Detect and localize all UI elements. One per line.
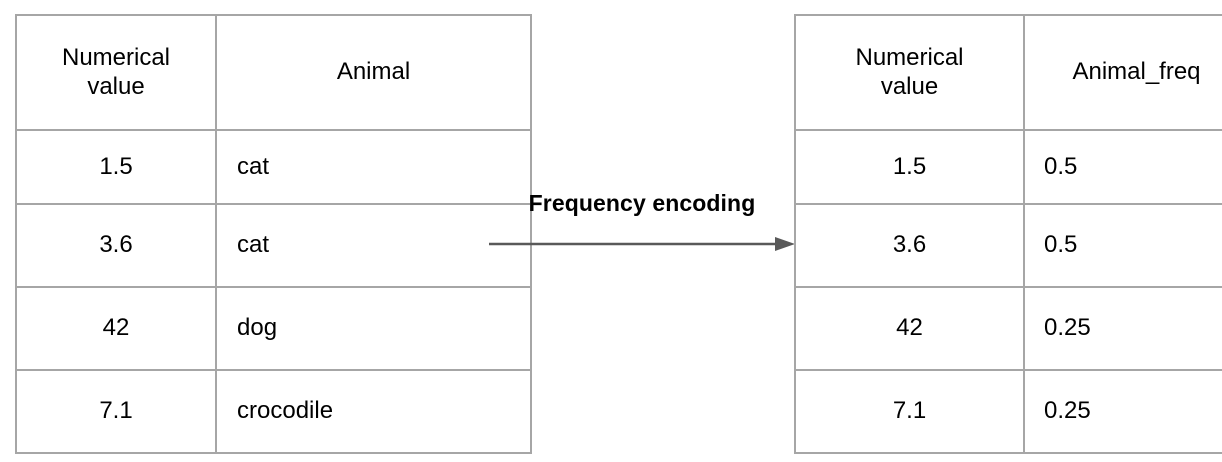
header-line-2: value bbox=[880, 72, 939, 100]
cell-animal: cat bbox=[215, 203, 532, 288]
cell-numerical-value: 7.1 bbox=[794, 369, 1025, 454]
header-line-1: Numerical bbox=[855, 43, 964, 71]
cell-numerical-value: 42 bbox=[794, 286, 1025, 371]
cell-numerical-value: 42 bbox=[15, 286, 217, 371]
header-cell-animal: Animal bbox=[215, 14, 532, 131]
table-row: 7.1 0.25 bbox=[794, 369, 1222, 454]
table-row: 1.5 cat bbox=[15, 129, 532, 205]
cell-animal: cat bbox=[215, 129, 532, 205]
header-cell-animal-freq: Animal_freq bbox=[1023, 14, 1222, 131]
header-line-2: value bbox=[87, 72, 145, 100]
table-row: 3.6 0.5 bbox=[794, 203, 1222, 288]
cell-animal: dog bbox=[215, 286, 532, 371]
cell-numerical-value: 3.6 bbox=[794, 203, 1025, 288]
table-header-row: Numerical value Animal bbox=[15, 14, 532, 131]
transformation-label: Frequency encoding bbox=[528, 190, 756, 216]
input-table: Numerical value Animal 1.5 cat 3.6 cat 4… bbox=[15, 14, 532, 454]
cell-numerical-value: 1.5 bbox=[15, 129, 217, 205]
cell-animal-freq: 0.5 bbox=[1023, 203, 1222, 288]
cell-animal-freq: 0.5 bbox=[1023, 129, 1222, 205]
cell-animal: crocodile bbox=[215, 369, 532, 454]
cell-animal-freq: 0.25 bbox=[1023, 369, 1222, 454]
transformation-arrow-group: Frequency encoding bbox=[489, 190, 795, 260]
table-row: 7.1 crocodile bbox=[15, 369, 532, 454]
cell-numerical-value: 3.6 bbox=[15, 203, 217, 288]
table-header-row: Numerical value Animal_freq bbox=[794, 14, 1222, 131]
header-cell-numerical-value: Numerical value bbox=[794, 14, 1025, 131]
table-row: 42 dog bbox=[15, 286, 532, 371]
cell-numerical-value: 1.5 bbox=[794, 129, 1025, 205]
header-line-1: Numerical bbox=[61, 43, 171, 71]
cell-numerical-value: 7.1 bbox=[15, 369, 217, 454]
header-cell-numerical-value: Numerical value bbox=[15, 14, 217, 131]
right-arrow-icon bbox=[489, 237, 795, 251]
table-row: 1.5 0.5 bbox=[794, 129, 1222, 205]
cell-animal-freq: 0.25 bbox=[1023, 286, 1222, 371]
table-row: 42 0.25 bbox=[794, 286, 1222, 371]
output-table: Numerical value Animal_freq 1.5 0.5 3.6 … bbox=[794, 14, 1222, 454]
table-row: 3.6 cat bbox=[15, 203, 532, 288]
